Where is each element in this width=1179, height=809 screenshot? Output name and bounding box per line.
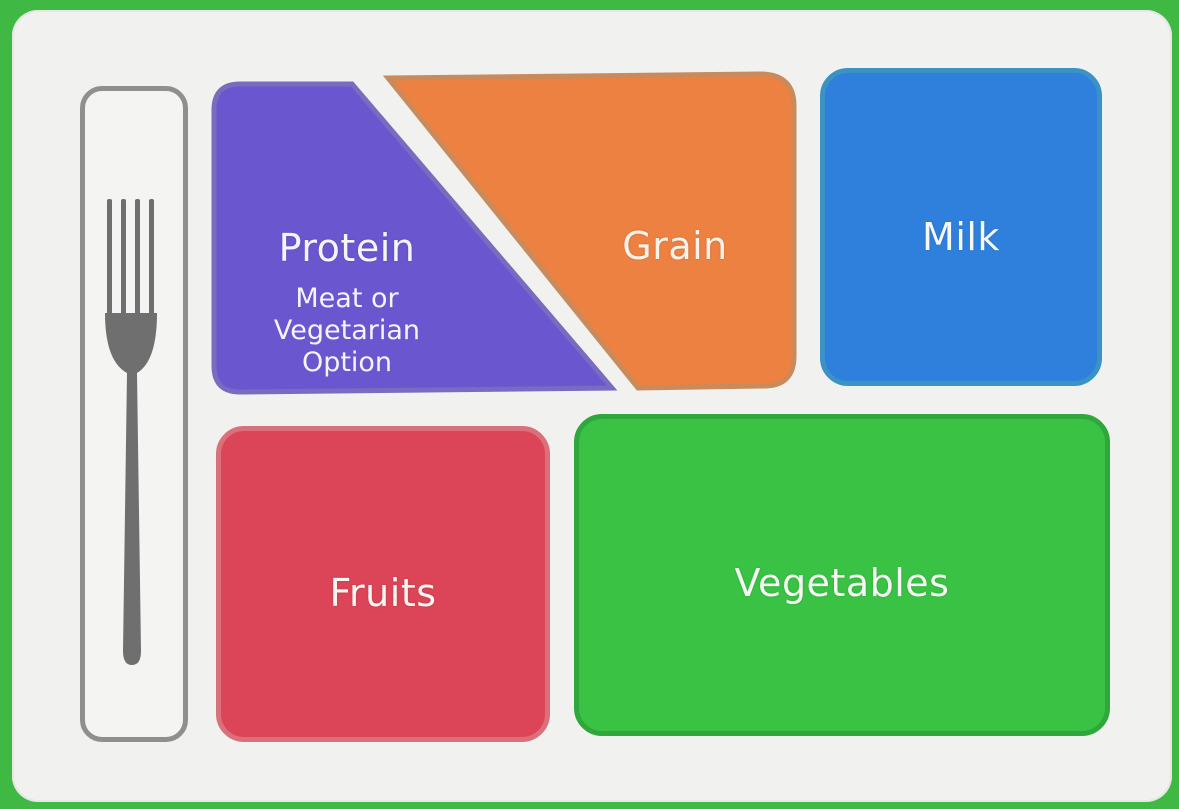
protein-title: Protein: [278, 226, 416, 270]
vegetables-title: Vegetables: [734, 561, 950, 605]
grain-title: Grain: [622, 224, 728, 268]
fork-slot: [80, 86, 188, 742]
protein-subtitle-line-3: Option: [301, 347, 393, 378]
milk-title: Milk: [922, 215, 1000, 259]
fruits-compartment: Fruits: [216, 426, 550, 742]
fork-icon: [105, 199, 157, 665]
vegetables-compartment: Vegetables: [574, 414, 1110, 736]
protein-subtitle-line-2: Vegetarian: [273, 315, 421, 346]
grain-compartment: [382, 71, 797, 391]
protein-compartment: [211, 81, 618, 395]
fruits-title: Fruits: [329, 571, 437, 615]
protein-subtitle-line-1: Meat or: [295, 283, 399, 314]
milk-compartment: Milk: [820, 68, 1102, 386]
